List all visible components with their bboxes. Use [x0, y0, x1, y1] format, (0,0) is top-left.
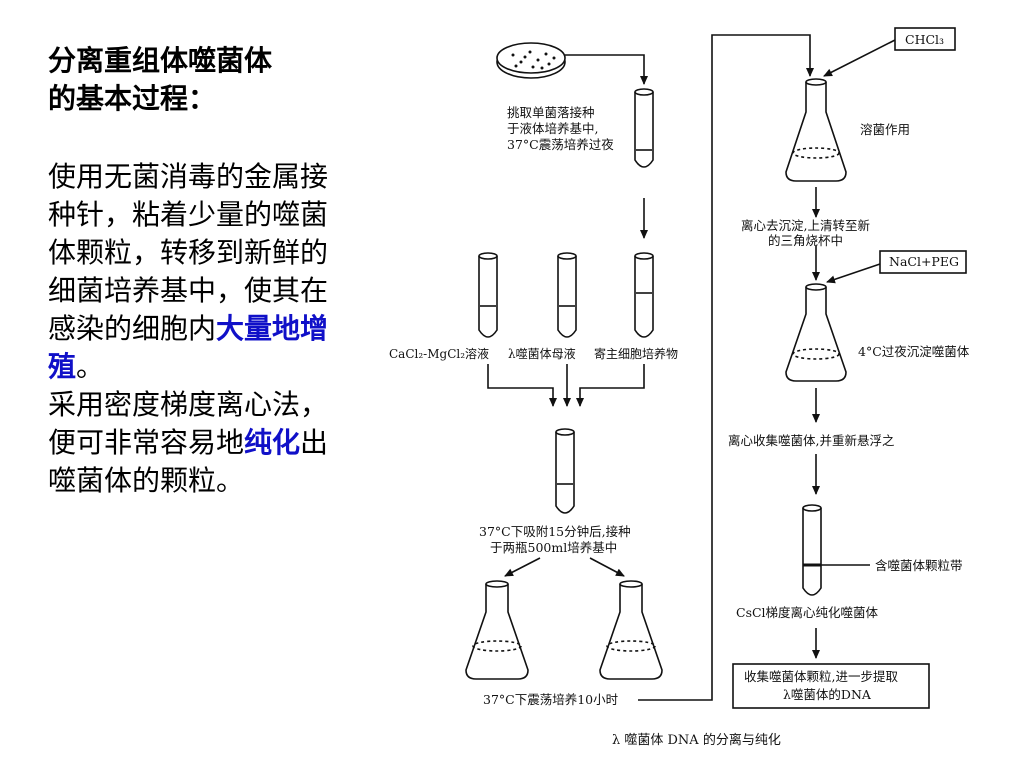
step-pick-line3: 37°C震荡培养过夜	[507, 137, 614, 152]
step-precip: 4°C过夜沉淀噬菌体	[858, 344, 970, 359]
adsorption-tube-icon	[555, 428, 575, 514]
band-label: 含噬菌体颗粒带	[875, 558, 963, 573]
step-collect: 离心收集噬菌体,并重新悬浮之	[728, 433, 895, 448]
step-adsorb-line1: 37°C下吸附15分钟后,接种	[479, 524, 631, 539]
label-host-culture: 寄主细胞培养物	[594, 346, 678, 361]
arrow-merge-right	[576, 364, 645, 407]
chcl3-label: CHCl₃	[905, 32, 944, 47]
cscl-gradient-tube-icon	[802, 504, 822, 596]
step-lysis: 溶菌作用	[860, 122, 910, 137]
paragraph-inoculation: 使用无菌消毒的金属接种针，粘着少量的噬菌体颗粒，转移到新鲜的细菌培养基中，使其在…	[48, 158, 338, 386]
shake-flask-left-icon	[465, 580, 529, 680]
arrow-split-left	[504, 557, 541, 577]
title-line-1: 分离重组体噬菌体	[48, 44, 273, 77]
paragraph-2-end: 出噬菌体的颗粒。	[48, 426, 329, 497]
paragraph-1-text: 使用无菌消毒的金属接种针，粘着少量的噬菌体颗粒，转移到新鲜的细菌培养基中，使其在…	[48, 160, 329, 345]
host-culture-tube-icon	[634, 252, 654, 338]
step-centrifuge-line2: 的三角烧杯中	[768, 233, 843, 248]
arrow-connector-to-lysis	[638, 34, 814, 701]
arrow-nacl-peg	[826, 263, 881, 284]
precipitation-flask-icon	[785, 283, 847, 382]
highlight-massive-proliferation: 大量地增殖	[48, 312, 329, 383]
step-pick-line2: 于液体培养基中,	[507, 121, 598, 136]
lysis-flask-icon	[785, 78, 847, 182]
paragraph-2-text: 采用密度梯度离心法，便可非常容易地	[48, 388, 329, 459]
final-step-box	[732, 663, 930, 709]
arrow-chcl3	[823, 39, 896, 77]
arrow-split-right	[589, 557, 625, 577]
label-cacl2: CaCl₂-MgCl₂溶液	[389, 346, 489, 361]
label-phage-stock: λ噬菌体母液	[508, 346, 576, 361]
chcl3-reagent-box	[894, 27, 956, 51]
petri-dish-icon	[496, 42, 566, 79]
figure-caption: λ 噬菌体 DNA 的分离与纯化	[612, 732, 781, 748]
final-box-line2: λ噬菌体的DNA	[783, 687, 872, 702]
final-box-line1: 收集噬菌体颗粒,进一步提取	[744, 669, 898, 684]
step-pick-line1: 挑取单菌落接种	[507, 105, 595, 120]
arrow-merge-left	[487, 364, 557, 407]
title-line-2: 的基本过程：	[48, 82, 217, 115]
step-centrifuge-line1: 离心去沉淀,上清转至新	[741, 218, 870, 233]
slide-title: 分离重组体噬菌体 的基本过程：	[48, 42, 338, 118]
nacl-peg-reagent-box	[879, 250, 967, 274]
paragraph-1-end: 。	[76, 350, 105, 383]
left-text-panel: 分离重组体噬菌体 的基本过程： 使用无菌消毒的金属接种针，粘着少量的噬菌体颗粒，…	[48, 42, 338, 500]
arrow-dish-to-tube	[565, 54, 648, 85]
step-cscl: CsCl梯度离心纯化噬菌体	[736, 605, 879, 620]
highlight-purify: 纯化	[244, 426, 301, 459]
phage-stock-tube-icon	[557, 252, 577, 338]
step-adsorb-line2: 于两瓶500ml培养基中	[490, 540, 617, 555]
nacl-peg-label: NaCl+PEG	[889, 254, 959, 269]
cacl2-tube-icon	[478, 252, 498, 338]
shake-flask-right-icon	[599, 580, 663, 680]
paragraph-purification: 采用密度梯度离心法，便可非常容易地纯化出噬菌体的颗粒。	[48, 386, 338, 500]
step-shake: 37°C下震荡培养10小时	[483, 692, 619, 707]
culture-tube-icon	[634, 88, 654, 168]
